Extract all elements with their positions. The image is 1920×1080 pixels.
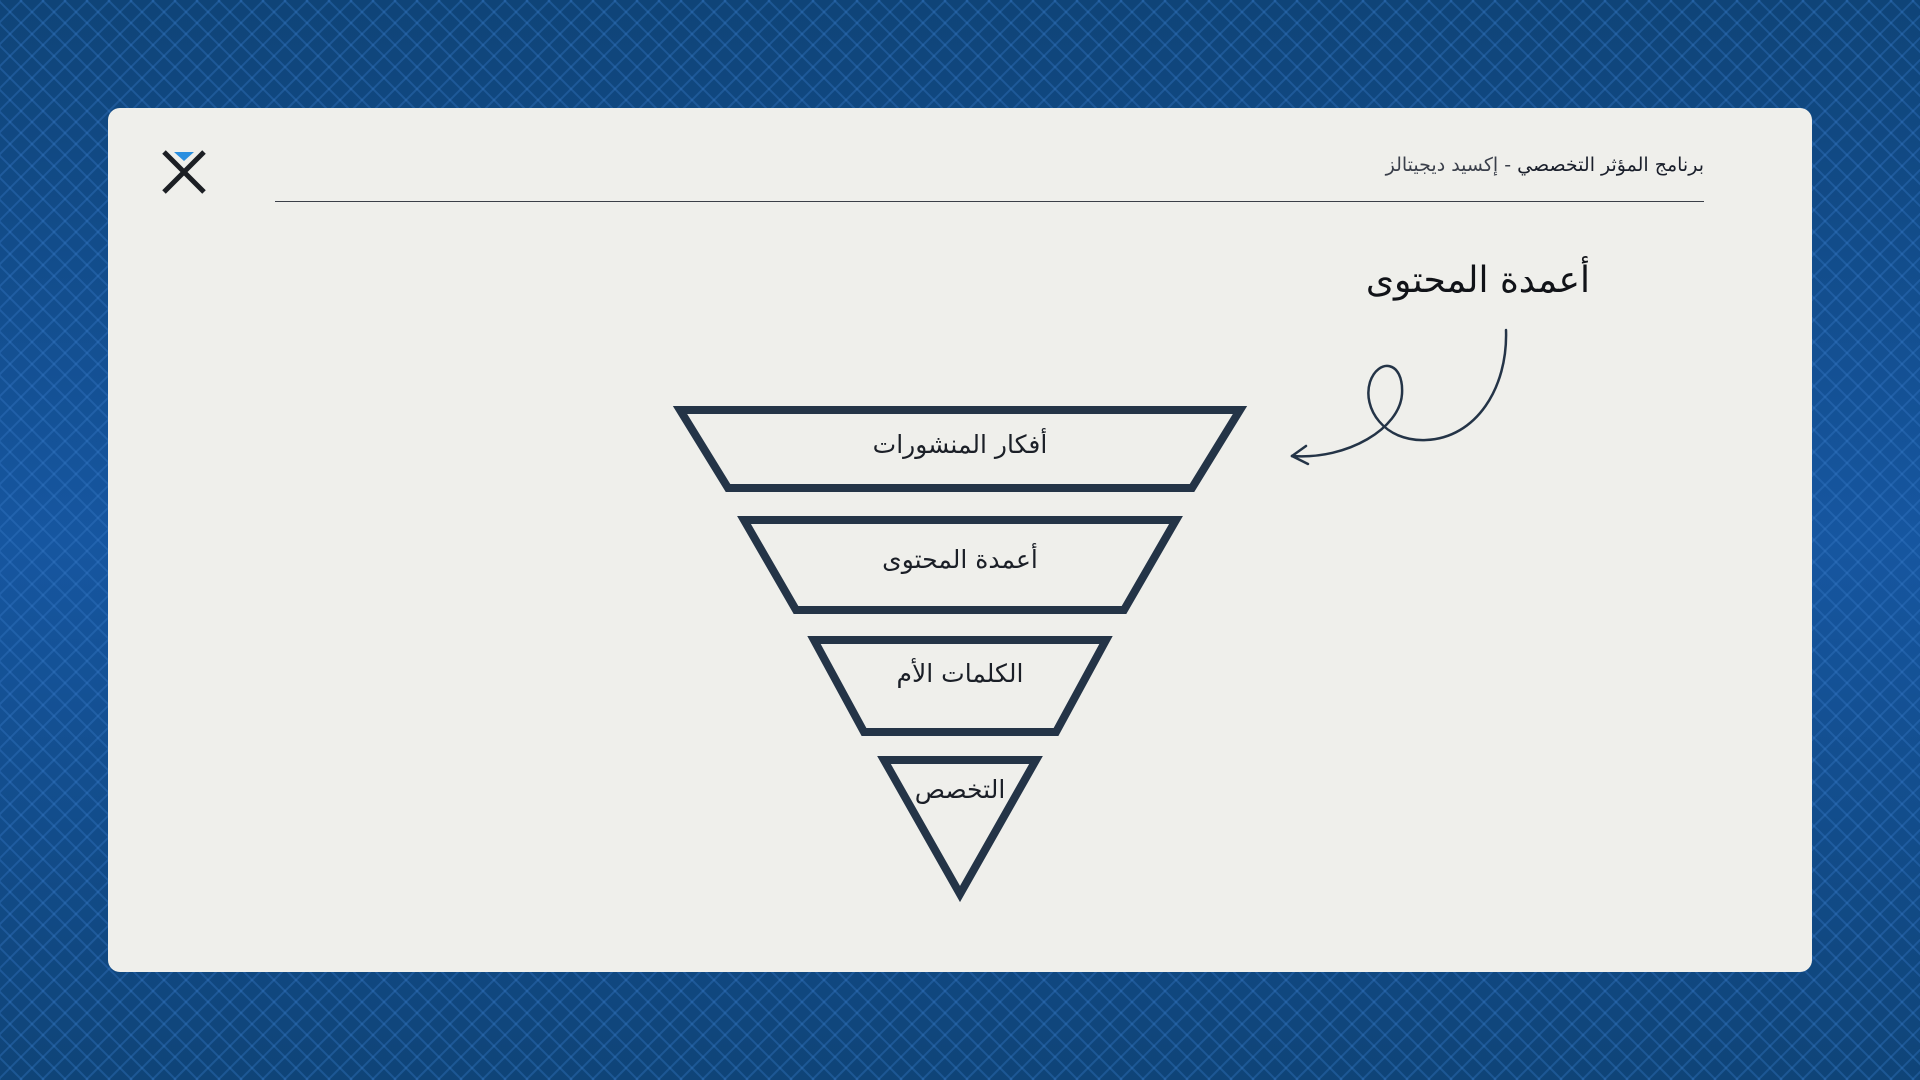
header-divider xyxy=(275,201,1704,202)
slide-title: أعمدة المحتوى xyxy=(1365,260,1590,301)
funnel-level-4-shape xyxy=(877,756,1043,903)
funnel-level-1-shape xyxy=(672,406,1248,492)
header-separator: - xyxy=(1498,154,1518,176)
funnel-level-2-label: أعمدة المحتوى xyxy=(882,542,1038,574)
program-title: برنامج المؤثر التخصصي xyxy=(1517,154,1704,176)
header-title: برنامج المؤثر التخصصي - إكسيد ديجيتالز xyxy=(1386,154,1704,176)
funnel-level-3-label: الكلمات الأم xyxy=(897,657,1024,688)
brand-name: إكسيد ديجيتالز xyxy=(1385,154,1499,176)
funnel-level-1-label: أفكار المنشورات xyxy=(873,427,1048,459)
funnel-level-2-shape xyxy=(737,516,1183,614)
slide-card: برنامج المؤثر التخصصي - إكسيد ديجيتالز أ… xyxy=(108,108,1812,972)
x-logo-icon xyxy=(162,150,206,194)
funnel-level-3-shape xyxy=(807,636,1113,736)
curly-arrow-icon xyxy=(1290,328,1508,466)
funnel-level-4-label: التخصص xyxy=(915,775,1006,804)
funnel-diagram: أفكار المنشورات أعمدة المحتوى الكلمات ال… xyxy=(672,328,1508,903)
